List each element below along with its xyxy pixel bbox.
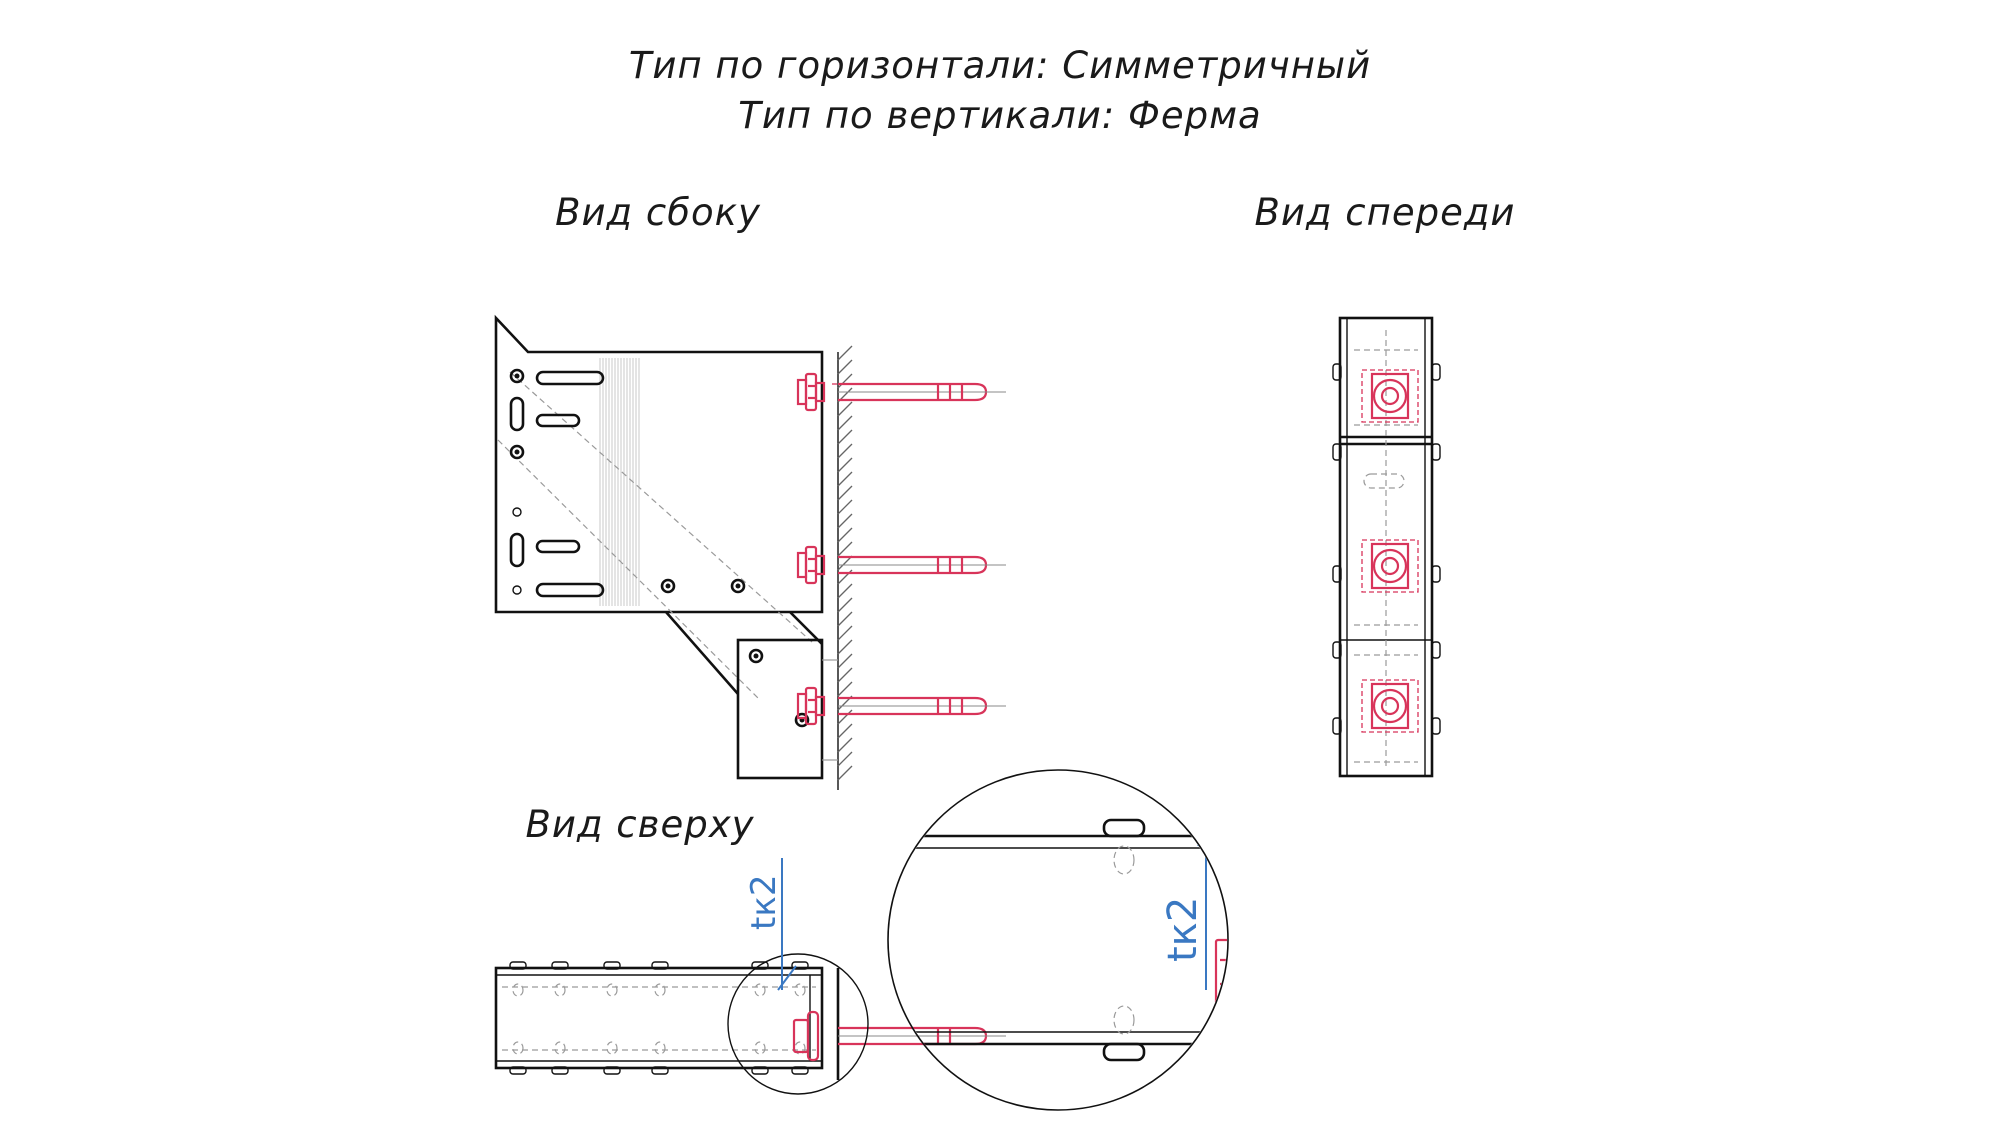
detail-view: tк2 — [887, 769, 1229, 1111]
side-view-wall — [837, 345, 853, 790]
top-view-outline — [494, 966, 824, 1070]
top-view-dimension-tk2: tк2 — [744, 875, 784, 931]
front-view — [1332, 316, 1441, 778]
upper-plate-holes — [509, 368, 810, 728]
lower-bracket-plate — [736, 638, 824, 780]
upper-plate-slots — [509, 370, 605, 598]
front-view-title: Вид спереди — [1255, 191, 1516, 234]
top-view: tк2 — [494, 858, 1006, 1095]
side-view — [494, 314, 1006, 790]
top-view-title: Вид сверху — [526, 803, 755, 846]
side-view-anchors — [796, 372, 1006, 726]
anchor-top — [796, 372, 1006, 412]
front-view-outline — [1338, 316, 1434, 778]
side-view-title: Вид сбоку — [555, 191, 761, 234]
truss-diagonal — [497, 371, 823, 701]
top-view-bolts — [509, 961, 809, 1075]
front-view-anchor-heads — [1361, 369, 1419, 733]
front-view-side-bolts — [1332, 363, 1441, 735]
detail-dimension-tk2: tк2 — [1160, 897, 1206, 962]
detail-callout-circle — [727, 953, 869, 1095]
header-horizontal-type: Тип по горизонтали: Симметричный — [629, 44, 1371, 87]
header-vertical-type: Тип по вертикали: Ферма — [738, 94, 1261, 137]
detail-view-circle — [887, 769, 1229, 1111]
detail-anchor — [1214, 938, 1227, 1006]
top-view-anchor — [792, 1010, 1006, 1062]
upper-bracket-plate — [494, 314, 824, 614]
anchor-middle — [796, 545, 1006, 585]
anchor-bottom — [796, 686, 1006, 726]
